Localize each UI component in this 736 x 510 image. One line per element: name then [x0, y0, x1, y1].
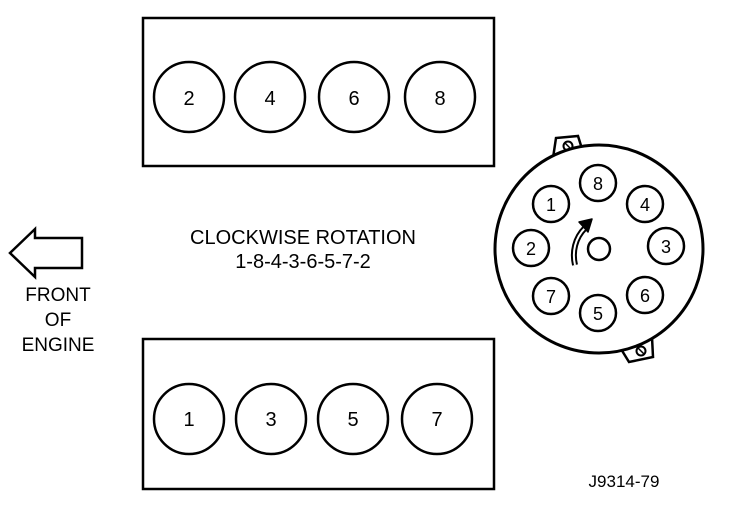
terminal-4: 4 [625, 184, 665, 224]
terminal-label: 8 [593, 174, 603, 194]
left-arrow-icon [8, 226, 84, 280]
terminal-7: 7 [531, 276, 571, 316]
cylinder-label: 7 [431, 409, 442, 431]
terminal-label: 3 [661, 237, 671, 257]
cylinder-5: 5 [316, 382, 390, 456]
terminal-6: 6 [625, 275, 665, 315]
figure-id: J9314-79 [589, 472, 660, 491]
terminal-2: 2 [511, 228, 551, 268]
front-label-line2: OF [45, 310, 71, 331]
cylinder-4: 4 [233, 60, 307, 134]
cylinder-8: 8 [403, 60, 477, 134]
terminal-5: 5 [578, 293, 618, 333]
cylinder-7: 7 [400, 382, 474, 456]
cylinder-label: 4 [264, 88, 275, 110]
front-label-line3: ENGINE [22, 335, 95, 356]
terminal-label: 1 [546, 195, 556, 215]
cylinder-3: 3 [234, 382, 308, 456]
terminal-8: 8 [578, 163, 618, 203]
cylinder-label: 2 [183, 88, 194, 110]
cylinder-label: 5 [347, 409, 358, 431]
distributor-cap: 8 4 3 6 5 7 2 1 [493, 134, 705, 364]
cylinder-1: 1 [152, 382, 226, 456]
terminal-1: 1 [531, 184, 571, 224]
cylinder-label: 1 [183, 409, 194, 431]
terminal-label: 5 [593, 304, 603, 324]
cylinder-6: 6 [317, 60, 391, 134]
cylinder-label: 6 [348, 88, 359, 110]
cylinder-label: 3 [265, 409, 276, 431]
terminal-label: 2 [526, 239, 536, 259]
rotation-title: CLOCKWISE ROTATION [190, 227, 416, 249]
terminal-label: 6 [640, 286, 650, 306]
cylinder-label: 8 [434, 88, 445, 110]
terminal-3: 3 [646, 226, 686, 266]
terminal-label: 4 [640, 195, 650, 215]
terminal-label: 7 [546, 287, 556, 307]
rotor-shaft [586, 236, 612, 262]
firing-order: 1-8-4-3-6-5-7-2 [235, 251, 371, 273]
cylinder-bank-top: 2 4 6 8 [141, 16, 496, 168]
cylinder-2: 2 [152, 60, 226, 134]
rotation-arrow-icon [570, 218, 593, 266]
front-label-line1: FRONT [25, 285, 91, 306]
cylinder-bank-bottom: 1 3 5 7 [141, 337, 496, 491]
